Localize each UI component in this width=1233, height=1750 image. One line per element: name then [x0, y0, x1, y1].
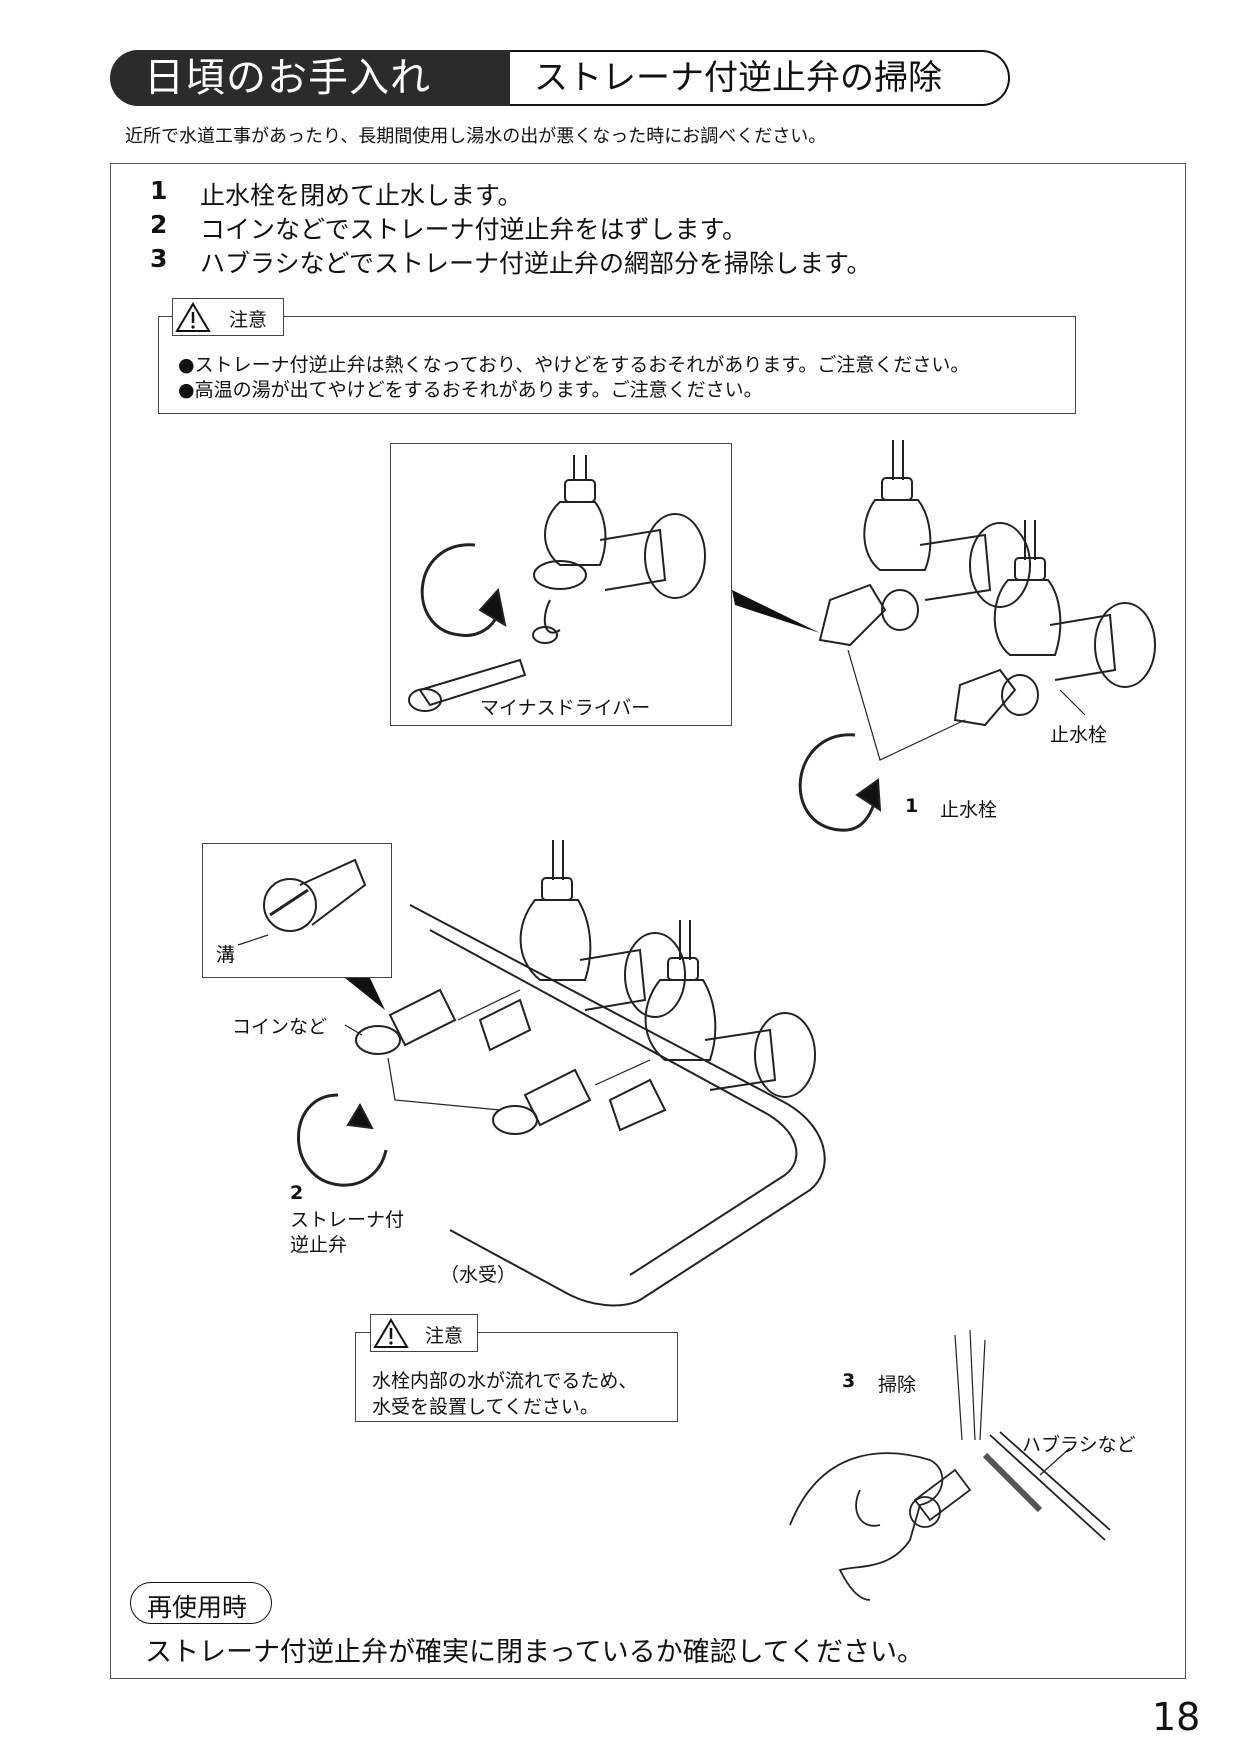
step-3-number: 3 — [150, 244, 168, 273]
figure1-inset — [390, 443, 732, 726]
content-box — [110, 163, 1186, 1679]
topic-title: ストレーナ付逆止弁の掃除 — [510, 50, 1010, 106]
valve-label: 止水栓 — [1050, 724, 1108, 746]
reuse-text: ストレーナ付逆止弁が確実に閉まっているか確認してください。 — [145, 1637, 924, 1668]
step-2-text: コインなどでストレーナ付逆止弁をはずします。 — [200, 215, 748, 244]
step-2-number: 2 — [150, 210, 168, 239]
steps-list: 1 止水栓を閉めて止水します。 2 コインなどでストレーナ付逆止弁をはずします。… — [150, 176, 1050, 286]
caution-1-line-1: ●ストレーナ付逆止弁は熱くなっており、やけどをするおそれがあります。ご注意くださ… — [178, 354, 970, 376]
caution-box-2 — [355, 1332, 678, 1422]
figure3-step-number: 3 — [842, 1370, 856, 1392]
brush-label: ハブラシなど — [1022, 1434, 1136, 1456]
figure1-step-number: 1 — [905, 795, 919, 817]
groove-label: 溝 — [216, 944, 236, 966]
intro-text: 近所で水道工事があったり、長期間使用し湯水の出が悪くなった時にお調べください。 — [125, 126, 827, 147]
caution-label-2: 注意 — [425, 1325, 464, 1347]
step-1-text: 止水栓を閉めて止水します。 — [200, 181, 523, 210]
section-title: 日頃のお手入れ — [110, 50, 510, 106]
figure2-inset — [202, 843, 392, 978]
warning-icon — [373, 1318, 409, 1348]
caution-tag-2: 注意 — [370, 1314, 478, 1352]
figure2-part-line1: ストレーナ付 — [290, 1209, 405, 1231]
step-3-text: ハブラシなどでストレーナ付逆止弁の網部分を掃除します。 — [200, 249, 872, 278]
reuse-heading: 再使用時 — [130, 1582, 272, 1624]
page-number: 18 — [1152, 1695, 1201, 1739]
warning-icon — [175, 302, 211, 332]
figure3-step-label: 掃除 — [878, 1374, 917, 1396]
caution-label-1: 注意 — [229, 309, 268, 331]
caution-2-line-2: 水受を設置してください。 — [372, 1396, 599, 1418]
screwdriver-label: マイナスドライバー — [480, 697, 651, 719]
caution-tag-1: 注意 — [172, 298, 284, 336]
step-1-number: 1 — [150, 176, 168, 205]
page-header: 日頃のお手入れ ストレーナ付逆止弁の掃除 — [110, 50, 1010, 106]
reuse-label: 再使用時 — [147, 1593, 248, 1622]
coin-label: コインなど — [232, 1016, 328, 1038]
tray-label: （水受） — [440, 1264, 517, 1286]
caution-2-line-1: 水栓内部の水が流れでるため、 — [372, 1370, 638, 1392]
caution-box-1 — [158, 316, 1076, 414]
figure2-step-number: 2 — [290, 1182, 304, 1204]
figure2-part-line2: 逆止弁 — [290, 1234, 348, 1256]
figure1-step-label: 止水栓 — [940, 799, 998, 821]
caution-1-line-2: ●高温の湯が出てやけどをするおそれがあります。ご注意ください。 — [178, 379, 763, 401]
